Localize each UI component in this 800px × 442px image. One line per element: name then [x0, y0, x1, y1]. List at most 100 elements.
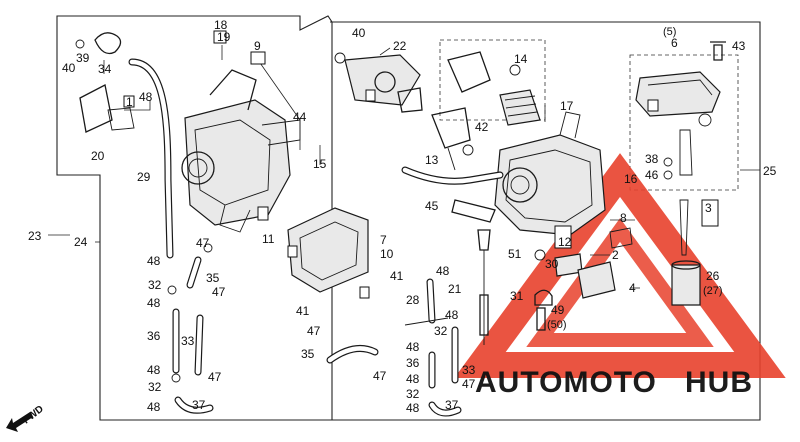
callout-31: 31 [510, 289, 524, 303]
callout-40b: 40 [352, 26, 366, 40]
callout-26: 26 [706, 269, 720, 283]
leader-lines [48, 45, 760, 289]
left-assembly-frame [56, 15, 333, 421]
callout-11: 11 [262, 232, 275, 246]
callout-36b: 36 [406, 356, 420, 370]
right-assembly-frame [330, 21, 761, 421]
callout-48a: 48 [139, 90, 153, 104]
callout-44: 44 [293, 110, 307, 124]
callout-37b: 37 [445, 398, 459, 412]
callout-33a: 33 [181, 334, 195, 348]
callout-48d: 48 [147, 363, 161, 377]
callout-49: 49 [551, 303, 565, 317]
callout-10: 10 [380, 247, 394, 261]
center-linkage-parts [431, 107, 474, 171]
callout-14: 14 [514, 52, 528, 66]
bolt-43 [710, 41, 726, 61]
watermark-text-part2: HUB [685, 366, 753, 399]
callout-12: 12 [558, 235, 572, 249]
callout-16: 16 [624, 172, 638, 186]
right-lower-parts [534, 249, 616, 331]
callout-47f: 47 [462, 377, 476, 391]
callout-48i: 48 [406, 372, 420, 386]
float-chamber-left [287, 207, 370, 299]
callout-48e: 48 [147, 400, 161, 414]
callout-33b: 33 [462, 363, 476, 377]
callout-39: 39 [76, 51, 90, 65]
fwd-direction-indicator: FWD [6, 404, 46, 432]
callout-29: 29 [137, 170, 151, 184]
callout-42: 42 [475, 120, 489, 134]
callout-48g: 48 [445, 308, 459, 322]
callout-30: 30 [545, 257, 559, 271]
callout-37a: 37 [192, 398, 206, 412]
callout-47d: 47 [307, 324, 321, 338]
watermark-text-part1: AUTOMOTO [475, 366, 657, 399]
callout-15: 15 [313, 157, 327, 171]
callout-41a: 41 [390, 269, 404, 283]
callout-2: 2 [612, 248, 619, 262]
right-small-parts [663, 129, 693, 180]
watermark-text: AUTOMOTO HUB [475, 366, 753, 399]
callout-5-paren: (5) [663, 26, 676, 38]
callout-47b: 47 [212, 285, 226, 299]
callout-13: 13 [425, 153, 439, 167]
callout-48b: 48 [147, 254, 161, 268]
callout-8: 8 [620, 211, 627, 225]
callout-6: 6 [671, 36, 678, 50]
callout-labels: 1 2 3 4 (5) 6 7 8 9 10 11 12 13 14 15 16… [28, 18, 777, 415]
callout-18: 18 [214, 18, 228, 32]
callout-9: 9 [254, 39, 261, 53]
callout-24: 24 [74, 235, 88, 249]
callout-43: 43 [732, 39, 746, 53]
callout-40a: 40 [62, 61, 76, 75]
callout-47e: 47 [373, 369, 387, 383]
center-lower-hoses [326, 278, 462, 417]
callout-50-paren: (50) [547, 319, 567, 331]
callout-20: 20 [91, 149, 105, 163]
callout-47a: 47 [196, 236, 210, 250]
callout-35a: 35 [206, 271, 220, 285]
callout-48c: 48 [147, 296, 161, 310]
diaphragm-cover-6 [635, 71, 721, 127]
callout-27-paren: (27) [703, 285, 723, 297]
right-carburetor-body [494, 111, 606, 236]
fwd-label: FWD [21, 404, 46, 427]
callout-38: 38 [645, 152, 659, 166]
callout-36a: 36 [147, 329, 161, 343]
callout-35b: 35 [301, 347, 315, 361]
callout-45: 45 [425, 199, 439, 213]
jet-needle-assembly [451, 199, 496, 345]
callout-21: 21 [448, 282, 462, 296]
center-top-parts [334, 52, 423, 113]
callout-48h: 48 [406, 340, 420, 354]
callout-47c: 47 [208, 370, 222, 384]
boxed-labels [213, 30, 719, 249]
callout-34: 34 [98, 62, 112, 76]
subgroup-dashed-frame-right [629, 54, 739, 191]
callout-3: 3 [705, 201, 712, 215]
callout-28: 28 [406, 293, 420, 307]
callout-48f: 48 [436, 264, 450, 278]
callout-23: 23 [28, 229, 42, 243]
callout-1: 1 [126, 95, 133, 109]
callout-32d: 32 [406, 387, 420, 401]
callout-32b: 32 [148, 380, 162, 394]
right-jet-parts [609, 199, 701, 306]
callout-51: 51 [508, 247, 522, 261]
callout-25: 25 [763, 164, 777, 178]
left-lower-hoses [167, 243, 214, 414]
callout-32c: 32 [434, 324, 448, 338]
callout-22: 22 [393, 39, 407, 53]
callout-19: 19 [217, 30, 231, 44]
callout-7: 7 [380, 233, 387, 247]
callout-32a: 32 [148, 278, 162, 292]
callout-17: 17 [560, 99, 574, 113]
left-top-small-parts [75, 32, 135, 133]
callout-48j: 48 [406, 401, 420, 415]
callout-41b: 41 [296, 304, 310, 318]
callout-4: 4 [629, 281, 636, 295]
fwd-arrow-icon [6, 412, 33, 432]
